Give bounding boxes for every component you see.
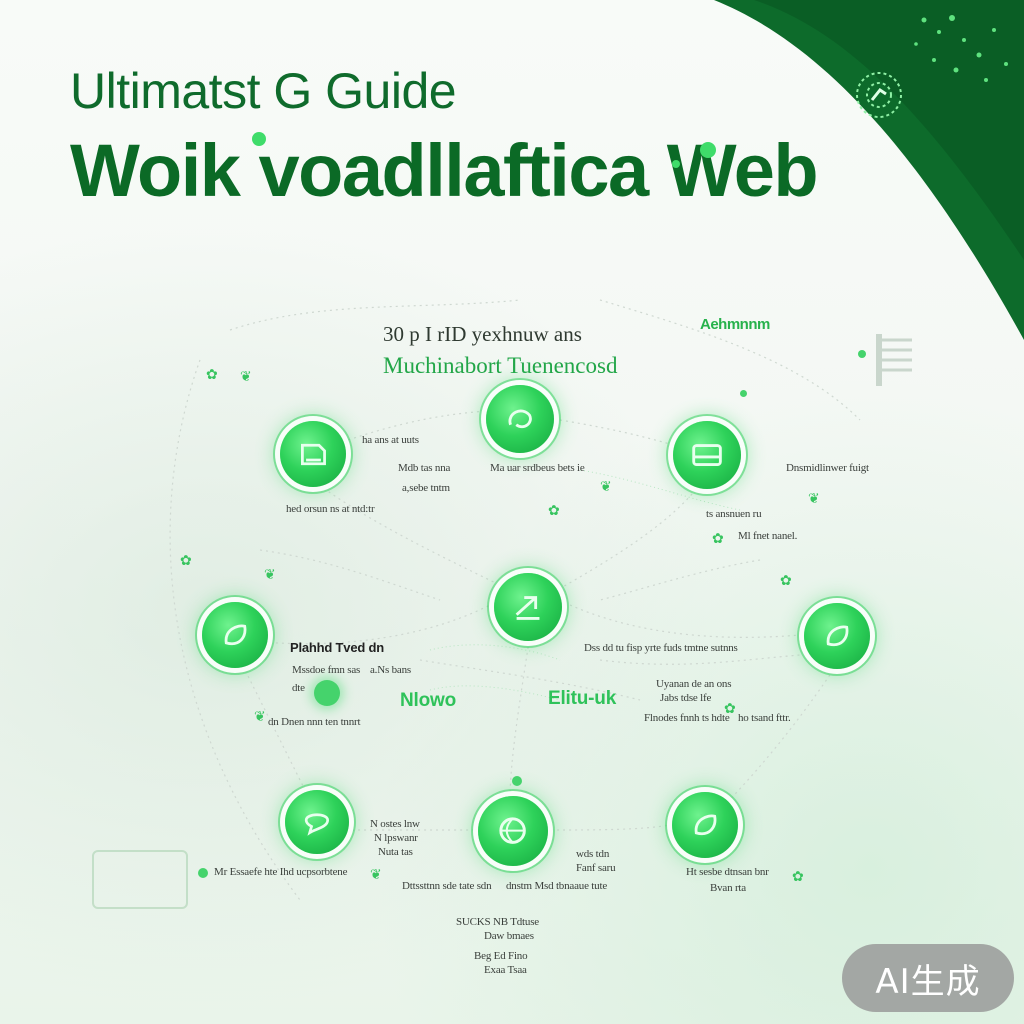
label: Jabs tdse lfe <box>660 692 712 704</box>
label: dnstm Msd tbnaaue tute <box>506 880 608 892</box>
small-node <box>858 350 866 358</box>
page-title-main: Woik voadllaftica Web <box>70 129 819 212</box>
label: Dss dd tu fisp yrte fuds tmtne sutnns <box>584 642 738 654</box>
sprig-icon: ❦ <box>370 866 382 882</box>
sprig-icon: ❦ <box>808 490 820 506</box>
small-node <box>314 680 340 706</box>
leaf-icon <box>694 814 716 835</box>
leaf-icon <box>224 624 246 645</box>
label: hed orsun ns at ntd:tr <box>286 503 375 515</box>
document-icon <box>300 443 326 465</box>
header-tag: Aehmnnm <box>700 316 770 333</box>
card-icon <box>692 444 722 466</box>
label: wds tdn <box>576 848 610 860</box>
label: SUCKS NB Tdtuse <box>456 916 539 928</box>
node-leaf-bottom[interactable] <box>672 792 738 858</box>
label: Ht sesbe dtnsan bnr <box>686 866 769 878</box>
label: ts ansnuen ru <box>706 508 762 520</box>
label: Nuta tas <box>378 846 413 858</box>
small-node <box>198 868 208 878</box>
small-node <box>740 390 747 397</box>
label: ho tsand fttr. <box>738 712 791 724</box>
label: Dttssttnn sde tate sdn <box>402 880 492 892</box>
label: Fanf saru <box>576 862 616 874</box>
node-arrow-center[interactable] <box>494 573 562 641</box>
sprig-icon: ❦ <box>600 478 612 494</box>
label: a,sebe tntm <box>402 482 450 494</box>
sprig-icon: ❦ <box>264 566 276 582</box>
small-node <box>512 776 522 786</box>
label-highlight: Elitu-uk <box>548 688 617 709</box>
ai-generated-badge: AI生成 <box>842 944 1014 1012</box>
label: Beg Ed Fino <box>474 950 528 962</box>
node-leaf-left[interactable] <box>202 602 268 668</box>
label-highlight: Nlowo <box>400 690 456 711</box>
title-dot <box>252 132 266 146</box>
subtitle-line-2: Muchinabort Tuenencosd <box>383 353 618 378</box>
comb-icon <box>876 334 912 386</box>
title-dot <box>700 142 716 158</box>
chat-icon <box>304 813 330 836</box>
sprig-icon: ❦ <box>254 708 266 724</box>
globe-icon <box>499 817 527 845</box>
subtitle-line-1: 30 p I rID yexhnuw ans <box>383 322 582 346</box>
swirl-icon <box>508 409 532 429</box>
node-leaf-right[interactable] <box>804 603 870 669</box>
label-heading: Plahhd Tved dn <box>290 640 384 655</box>
arrow-icon <box>515 596 540 620</box>
label: Daw bmaes <box>484 930 534 942</box>
node-swirl[interactable] <box>486 385 554 453</box>
ghost-card <box>92 850 188 909</box>
node-globe[interactable] <box>478 796 548 866</box>
label: N lpswanr <box>374 832 418 844</box>
label: Ml fnet nanel. <box>738 530 798 542</box>
sprig-icon: ✿ <box>180 552 192 568</box>
sprig-icon: ✿ <box>792 868 804 884</box>
sprig-icon: ✿ <box>780 572 792 588</box>
label: dte <box>292 682 305 694</box>
node-chat[interactable] <box>285 790 349 854</box>
title-dot <box>672 160 680 168</box>
label: Exaa Tsaa <box>484 964 527 976</box>
label: Mssdoe fmn sas <box>292 664 361 676</box>
node-card[interactable] <box>673 421 741 489</box>
label: N ostes lnw <box>370 818 420 830</box>
label: Bvan rta <box>710 882 746 894</box>
label: Flnodes fnnh ts hdte <box>644 712 730 724</box>
sprig-icon: ✿ <box>712 530 724 546</box>
label: Mdb tas nna <box>398 462 451 474</box>
sprig-icon: ✿ <box>548 502 560 518</box>
page-title-top: Ultimatst G Guide <box>70 63 457 119</box>
label: Ma uar srdbeus bets ie <box>490 462 585 474</box>
label: Dnsmidlinwer fuigt <box>786 462 869 474</box>
label: ha ans at uuts <box>362 434 419 446</box>
label: dn Dnen nnn ten tnnrt <box>268 716 361 728</box>
sprig-icon: ✿ <box>206 366 218 382</box>
label: Uyanan de an ons <box>656 678 732 690</box>
leaf-icon <box>826 625 848 646</box>
label: a.Ns bans <box>370 664 411 676</box>
node-document[interactable] <box>280 421 346 487</box>
corner-swoosh <box>714 0 1024 340</box>
label: Mr Essaefe hte Ihd ucpsorbtene <box>214 866 348 878</box>
sprig-icon: ❦ <box>240 368 252 384</box>
sprig-icon: ✿ <box>724 700 736 716</box>
